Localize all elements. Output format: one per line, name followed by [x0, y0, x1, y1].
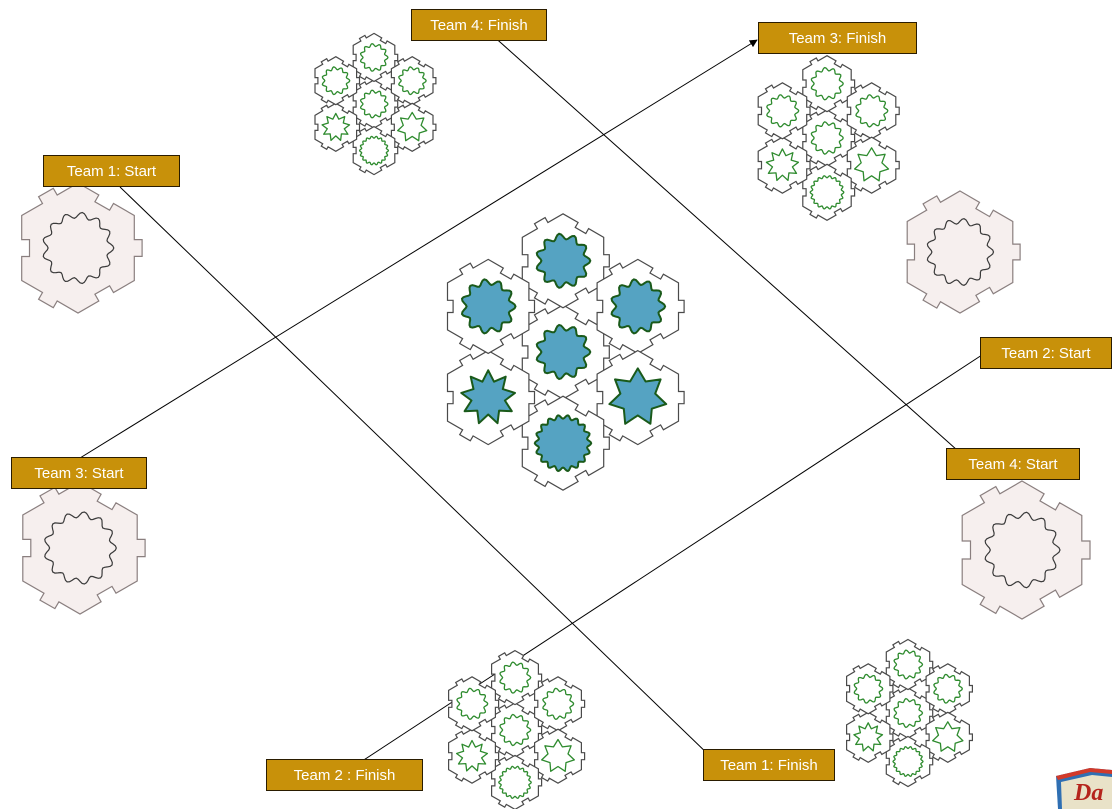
gear-icon: [456, 687, 489, 721]
gear-icon: [535, 323, 592, 381]
star-gear-icon: [853, 722, 884, 752]
gear-icon: [359, 89, 389, 119]
gear-icon: [892, 745, 924, 778]
gear-icon: [933, 673, 964, 704]
hexagon-piece-icon: [802, 55, 856, 113]
team1-start-label: Team 1: Start: [43, 155, 180, 187]
team4-start-label: Team 4: Start: [946, 448, 1080, 480]
hexagon-piece-icon: [491, 649, 543, 706]
hexagon-piece-icon: [925, 711, 973, 763]
star-gear-icon: [460, 369, 516, 425]
star-gear-icon: [455, 739, 489, 772]
hexagon-piece-icon: [390, 102, 437, 152]
gear-icon: [499, 661, 532, 694]
gear-icon: [533, 414, 593, 473]
team3-path-arrow: [79, 39, 758, 459]
team4-path-arrow: [481, 25, 958, 451]
team4-finish-label: Team 4: Finish: [411, 9, 547, 41]
gear-icon: [542, 687, 575, 721]
gear-icon: [766, 94, 800, 128]
gear-icon: [810, 66, 844, 101]
hexagon-piece-icon: [22, 481, 146, 615]
star-gear-icon: [932, 721, 964, 752]
gear-icon: [535, 232, 592, 289]
brand-logo: Da: [1050, 758, 1112, 809]
hexagon-piece-icon: [885, 638, 934, 691]
hexagon-piece-icon: [21, 182, 143, 314]
gear-icon: [855, 94, 889, 128]
star-gear-icon: [765, 148, 800, 182]
gear-icon: [44, 511, 117, 585]
star-gear-icon: [541, 738, 575, 772]
hexagon-piece-icon: [846, 711, 894, 763]
gear-icon: [460, 278, 517, 335]
star-gear-icon: [397, 111, 428, 142]
hexagon-piece-icon: [757, 136, 811, 194]
hexagon-piece-icon: [390, 56, 437, 106]
gear-icon: [398, 66, 427, 96]
gear-icon: [498, 765, 532, 800]
star-gear-icon: [853, 147, 890, 182]
hexagon-piece-icon: [534, 728, 586, 784]
gear-icon: [610, 278, 667, 335]
hexagon-piece-icon: [448, 676, 500, 732]
gear-icon: [42, 211, 115, 285]
hexagon-piece-icon: [846, 663, 894, 715]
brand-logo-text: Da: [1074, 780, 1104, 806]
gear-icon: [984, 511, 1061, 589]
gear-icon: [893, 649, 924, 680]
hexagon-piece-icon: [314, 56, 361, 106]
board-pieces: [21, 32, 1091, 809]
team1-path-arrow: [119, 186, 713, 759]
gear-icon: [926, 218, 995, 286]
gear-icon: [358, 135, 390, 166]
hexagon-piece-icon: [757, 82, 811, 140]
team2-finish-label: Team 2 : Finish: [266, 759, 423, 791]
star-gear-icon: [321, 112, 351, 142]
hexagon-piece-icon: [906, 190, 1021, 314]
hexagon-piece-icon: [925, 663, 973, 715]
gear-icon: [810, 121, 844, 155]
gear-icon: [499, 713, 532, 747]
hexagon-piece-icon: [846, 82, 900, 140]
hexagon-piece-icon: [534, 676, 586, 732]
hexagon-piece-icon: [352, 32, 399, 83]
gear-icon: [359, 42, 389, 72]
team3-finish-label: Team 3: Finish: [758, 22, 917, 54]
gear-icon: [809, 175, 845, 210]
gear-icon: [321, 66, 351, 96]
gear-icon: [893, 697, 924, 729]
hexagon-piece-icon: [961, 480, 1091, 620]
team1-finish-label: Team 1: Finish: [703, 749, 835, 781]
hexagon-piece-icon: [846, 136, 900, 194]
star-gear-icon: [608, 367, 668, 425]
gear-icon: [853, 673, 884, 704]
hexagon-piece-icon: [448, 728, 500, 784]
team2-start-label: Team 2: Start: [980, 337, 1112, 369]
hexagon-piece-icon: [314, 102, 361, 152]
team3-start-label: Team 3: Start: [11, 457, 147, 489]
